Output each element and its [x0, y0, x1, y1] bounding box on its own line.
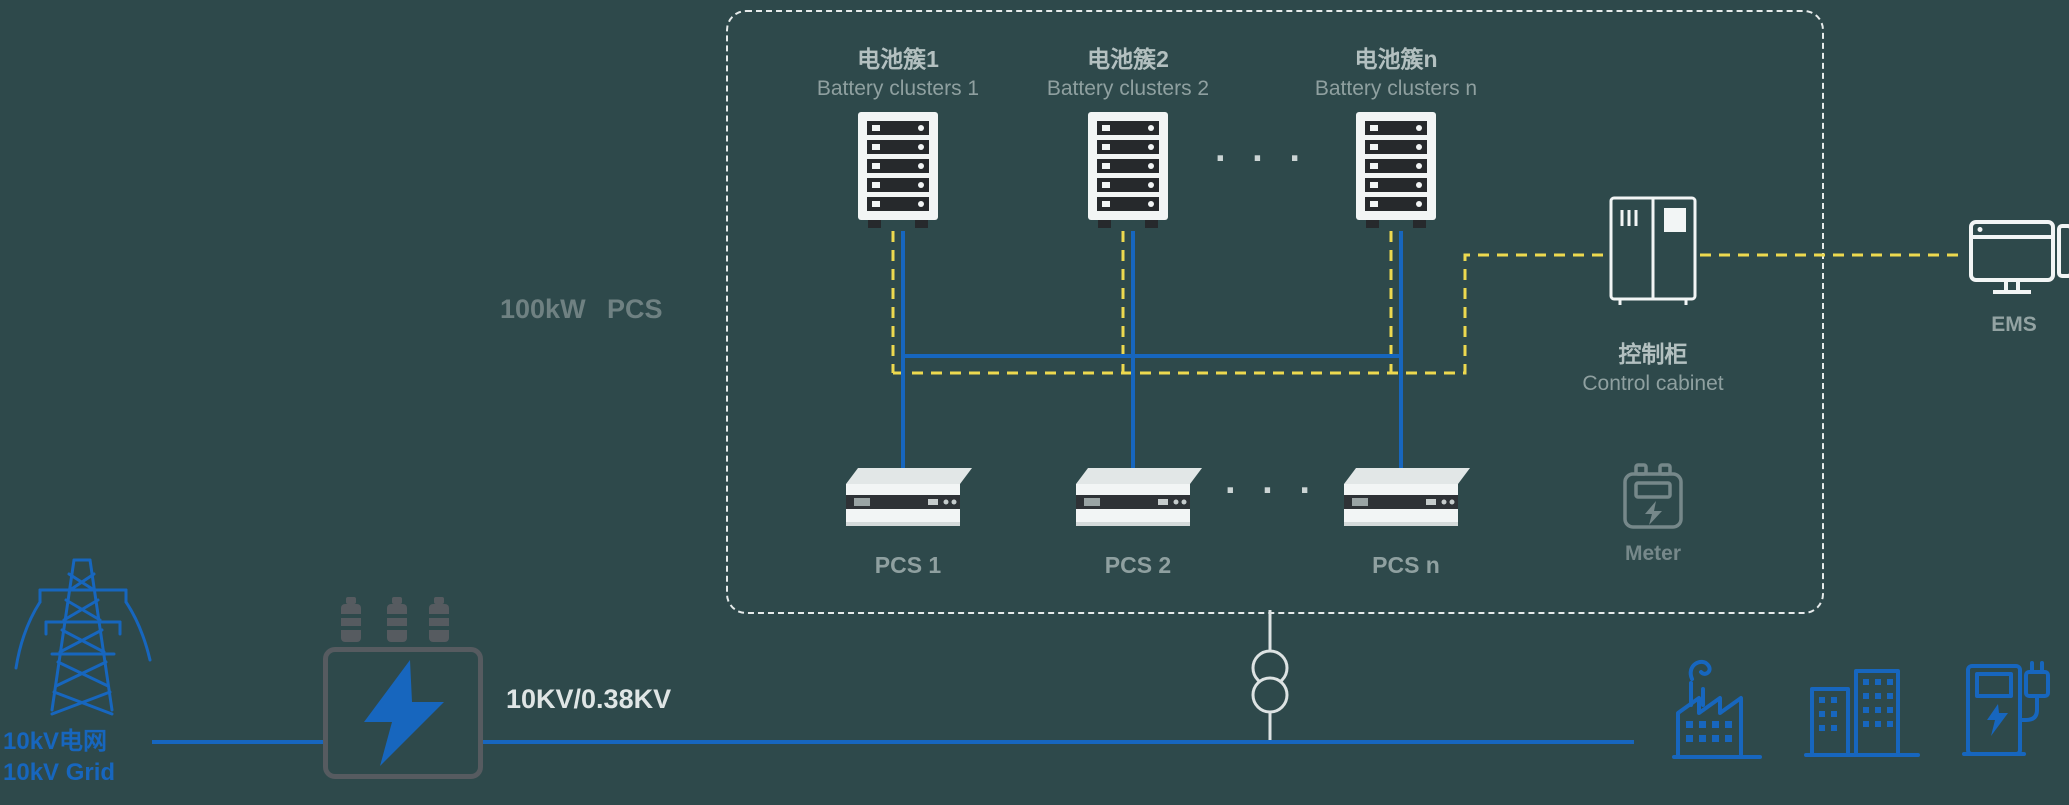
pcs-converter-icon	[1076, 468, 1202, 526]
pcs-n-label: PCS n	[1372, 552, 1440, 578]
buildings-icon	[1804, 669, 1920, 757]
battery-rack-icon	[1356, 112, 1436, 228]
ev-charger-icon	[1962, 661, 2050, 756]
battery-cluster-n-label-zh: 电池簇n	[1354, 46, 1438, 72]
lightning-bolt-icon	[364, 660, 444, 766]
transformer-icon	[323, 647, 483, 779]
capacity-label: 100kW PCS	[500, 294, 663, 324]
battery-cluster-1-label: 电池簇1 Battery clusters 1	[748, 44, 1048, 104]
battery-cluster-2-label-zh: 电池簇2	[1087, 46, 1169, 72]
grid-label-zh: 10kV电网	[3, 728, 108, 755]
transformer-bushing-icon	[429, 597, 449, 642]
battery-cluster-n-label-en: Battery clusters n	[1314, 77, 1478, 100]
battery-cluster-2-label: 电池簇2 Battery clusters 2	[978, 44, 1278, 104]
control-cabinet-label-en: Control cabinet	[1582, 372, 1724, 395]
pcs-converter-icon	[846, 468, 972, 526]
grid-label-en: 10kV Grid	[3, 759, 116, 786]
factory-icon	[1672, 659, 1762, 759]
control-cabinet-label-zh: 控制柜	[1618, 341, 1688, 367]
battery-rack-icon	[858, 112, 938, 228]
battery-cluster-1-label-en: Battery clusters 1	[816, 77, 980, 100]
grid-label: 10kV电网 10kV Grid	[3, 726, 203, 788]
battery-cluster-2-label-en: Battery clusters 2	[1046, 77, 1210, 100]
system-boundary-box	[726, 10, 1824, 614]
meter-label: Meter	[1624, 542, 1682, 565]
battery-cluster-n-label: 电池簇n Battery clusters n	[1246, 44, 1546, 104]
transformer-bushing-icon	[341, 597, 361, 642]
control-cabinet-icon	[1609, 196, 1697, 305]
pcs-2-label: PCS 2	[1104, 552, 1172, 578]
pcs-ellipsis: · · ·	[1224, 470, 1320, 512]
ems-label: EMS	[1991, 313, 2037, 336]
transformer-bushing-icon	[387, 597, 407, 642]
battery-ellipsis: · · ·	[1214, 138, 1310, 180]
pcs-1-label: PCS 1	[874, 552, 942, 578]
control-cabinet-label: 控制柜 Control cabinet	[1513, 340, 1793, 398]
grid-pylon-icon	[14, 558, 152, 716]
battery-cluster-1-label-zh: 电池簇1	[857, 46, 939, 72]
transformer-ratio-label: 10KV/0.38KV	[506, 684, 672, 714]
pcs-converter-icon	[1344, 468, 1470, 526]
ems-monitor-icon	[1969, 220, 2069, 294]
battery-rack-icon	[1088, 112, 1168, 228]
meter-icon	[1623, 463, 1683, 529]
